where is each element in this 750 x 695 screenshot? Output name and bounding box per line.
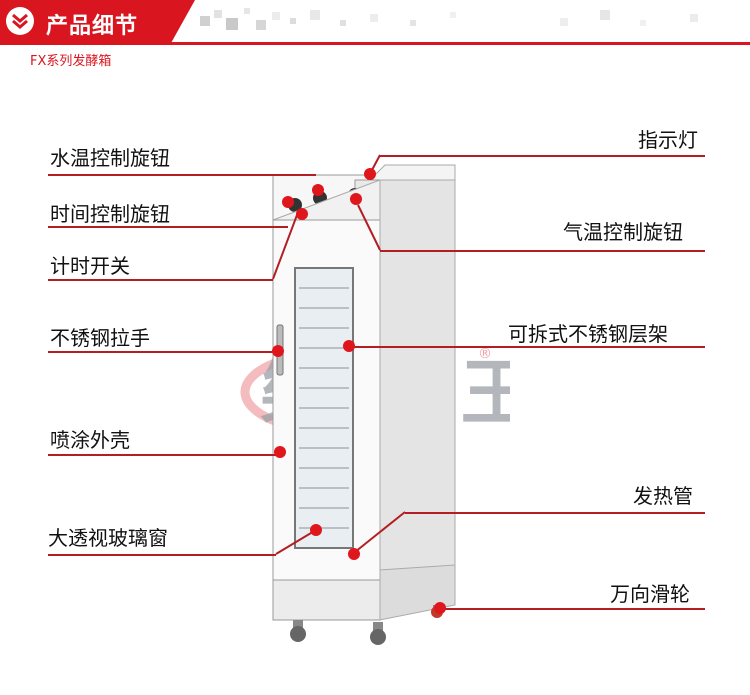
leader-casters xyxy=(440,608,705,610)
marker-casters xyxy=(434,602,446,614)
label-heating-tube: 发热管 xyxy=(633,484,693,508)
header: 产品细节 xyxy=(0,0,750,48)
leader-glass xyxy=(48,554,276,556)
pixel-decoration-right xyxy=(560,10,698,26)
proofer-cabinet-image xyxy=(272,164,456,645)
label-indicator-light: 指示灯 xyxy=(638,128,698,152)
marker-timer-knob xyxy=(282,196,294,208)
label-racks: 可拆式不锈钢层架 xyxy=(508,322,668,346)
label-timer-switch: 计时开关 xyxy=(50,254,130,278)
label-timer-knob: 时间控制旋钮 xyxy=(50,202,170,226)
marker-glass xyxy=(310,524,322,536)
label-glass-window: 大透视玻璃窗 xyxy=(48,526,168,550)
label-handle: 不锈钢拉手 xyxy=(50,326,150,350)
marker-handle xyxy=(272,345,284,357)
marker-shell xyxy=(274,446,286,458)
marker-indicator xyxy=(364,168,376,180)
header-divider xyxy=(0,42,750,45)
label-shell: 喷涂外壳 xyxy=(50,428,130,452)
label-casters: 万向滑轮 xyxy=(610,582,690,606)
pixel-decoration xyxy=(200,8,456,30)
chevron-down-icon xyxy=(6,7,34,35)
leader-racks xyxy=(350,346,705,348)
marker-timer-switch xyxy=(296,208,308,220)
product-series: FX系列发酵箱 xyxy=(30,54,112,69)
label-air-temp-knob: 气温控制旋钮 xyxy=(563,220,683,244)
page-title: 产品细节 xyxy=(46,14,139,39)
leader-shell xyxy=(48,454,280,456)
leader-indicator xyxy=(380,155,705,157)
leader-heating xyxy=(405,512,705,514)
leader-air-temp xyxy=(380,250,705,252)
marker-heating xyxy=(348,548,360,560)
leader-handle xyxy=(48,351,278,353)
svg-text:®: ® xyxy=(478,346,492,362)
marker-water-temp xyxy=(312,184,324,196)
leader-water-temp xyxy=(48,174,316,176)
marker-air-temp xyxy=(350,193,362,205)
marker-racks xyxy=(343,340,355,352)
label-water-temp-knob: 水温控制旋钮 xyxy=(50,146,170,170)
leader-timer-switch xyxy=(48,279,273,281)
leader-timer-knob xyxy=(48,226,288,228)
